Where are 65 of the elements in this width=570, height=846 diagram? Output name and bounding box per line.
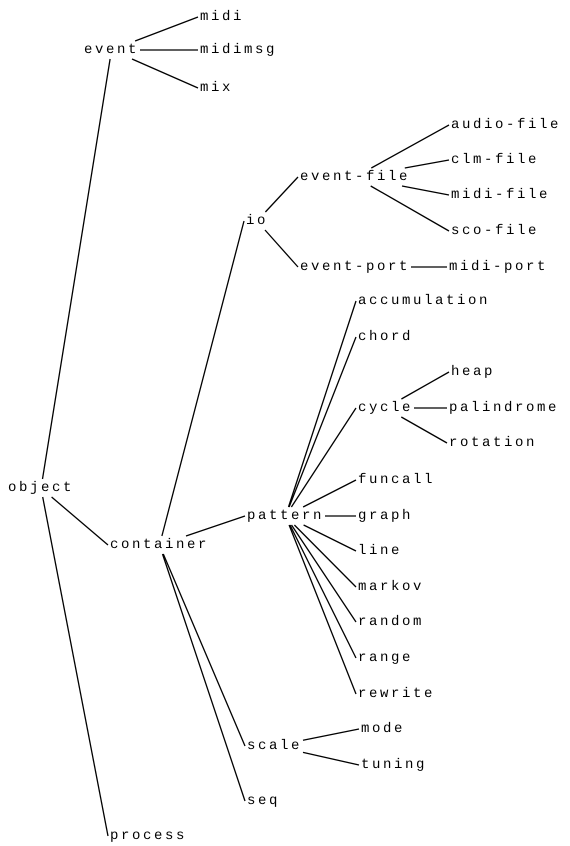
- class-name-label: cycle: [358, 400, 414, 416]
- class-name-label: audio-file: [451, 117, 562, 133]
- class-name-label: random: [358, 614, 424, 630]
- tree-connector: [162, 554, 246, 802]
- class-name-label: sco-file: [451, 223, 540, 239]
- tree-connector: [264, 230, 298, 268]
- tree-connector: [134, 16, 198, 42]
- class-name-label: markov: [358, 579, 424, 595]
- tree-connector: [51, 496, 108, 546]
- class-name-label: object: [8, 480, 74, 496]
- tree-connector: [303, 524, 356, 552]
- class-name-label: container: [110, 537, 210, 553]
- tree-connector: [401, 371, 450, 400]
- class-name-label: funcall: [358, 472, 436, 488]
- tree-connector: [288, 524, 357, 694]
- tree-connector: [290, 408, 357, 508]
- tree-connector: [302, 752, 360, 766]
- tree-connector: [42, 496, 109, 836]
- class-name-label: seq: [247, 793, 280, 809]
- class-name-label: rewrite: [358, 686, 436, 702]
- tree-connector: [325, 515, 356, 517]
- class-name-label: clm-file: [451, 152, 540, 168]
- class-name-label: range: [358, 650, 414, 666]
- class-name-label: heap: [451, 364, 496, 380]
- class-name-label: process: [110, 828, 188, 844]
- tree-connector: [370, 185, 450, 232]
- tree-connector: [400, 416, 448, 444]
- tree-connector: [288, 336, 357, 508]
- class-name-label: event: [84, 42, 140, 58]
- tree-connector: [161, 220, 245, 536]
- class-name-label: accumulation: [358, 293, 490, 309]
- tree-connector: [290, 524, 357, 622]
- tree-connector: [402, 185, 450, 196]
- tree-connector: [42, 58, 111, 480]
- tree-connector: [132, 58, 198, 89]
- tree-connector: [264, 176, 298, 212]
- class-name-label: chord: [358, 329, 414, 345]
- class-name-label: rotation: [449, 435, 538, 451]
- class-name-label: line: [358, 543, 402, 559]
- tree-connector: [294, 524, 356, 588]
- class-name-label: midi-file: [451, 187, 550, 203]
- tree-connector: [302, 728, 360, 741]
- class-name-label: midimsg: [200, 42, 278, 58]
- class-name-label: tuning: [361, 757, 428, 773]
- class-name-label: midi-port: [449, 259, 548, 275]
- class-name-label: pattern: [247, 508, 324, 524]
- tree-connector: [162, 554, 246, 746]
- class-name-label: mode: [361, 721, 406, 737]
- class-name-label: event-port: [300, 259, 410, 275]
- tree-connector: [370, 124, 450, 169]
- class-name-label: midi: [200, 9, 244, 25]
- tree-connector: [288, 300, 357, 508]
- tree-connector: [411, 266, 447, 268]
- tree-connector: [186, 515, 246, 537]
- tree-connector: [140, 49, 198, 51]
- class-name-label: event-file: [300, 169, 410, 185]
- tree-connector: [404, 159, 450, 169]
- class-name-label: palindrome: [449, 400, 560, 416]
- tree-connector: [302, 479, 356, 508]
- tree-connector: [289, 524, 357, 658]
- class-name-label: io: [246, 213, 268, 229]
- tree-connector: [414, 407, 447, 409]
- class-name-label: graph: [358, 508, 414, 524]
- class-name-label: mix: [200, 80, 234, 96]
- class-name-label: scale: [247, 738, 302, 754]
